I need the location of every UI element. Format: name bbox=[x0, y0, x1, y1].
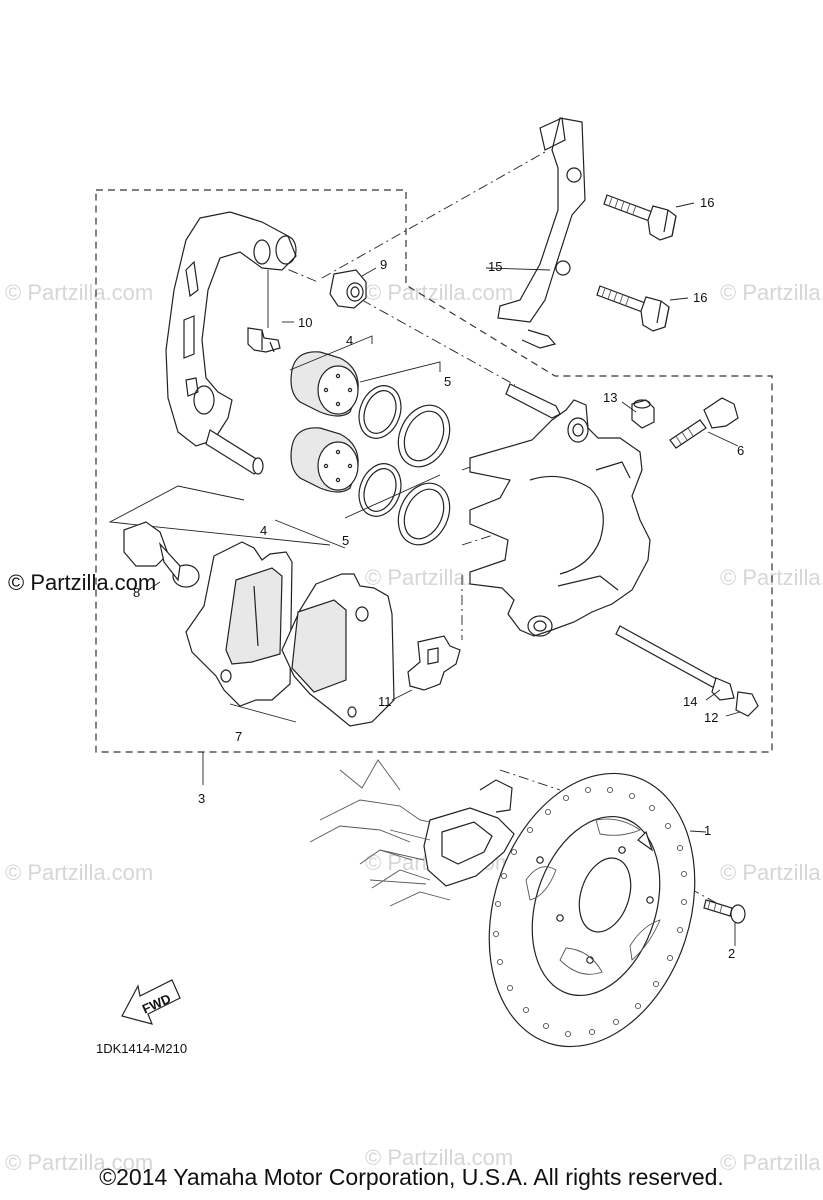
watermark: © Partzilla.com bbox=[5, 860, 153, 885]
pin-plug bbox=[123, 521, 200, 588]
watermark: © Partzilla.com bbox=[365, 280, 513, 305]
callout-14: 14 bbox=[683, 694, 697, 709]
callout-2: 2 bbox=[728, 946, 735, 961]
watermark-strong: © Partzilla.com bbox=[8, 570, 156, 595]
callout-1: 1 bbox=[704, 823, 711, 838]
callout-4: 4 bbox=[260, 523, 267, 538]
callout-9: 9 bbox=[380, 257, 387, 272]
pad-spring bbox=[407, 635, 461, 691]
fork-hub bbox=[309, 759, 515, 907]
callout-5: 5 bbox=[342, 533, 349, 548]
watermark: © Partzilla.com bbox=[720, 280, 823, 305]
callout-12: 12 bbox=[704, 710, 718, 725]
bleed-screw bbox=[669, 397, 739, 449]
callout-6: 6 bbox=[737, 443, 744, 458]
caliper-assembly-boundary bbox=[95, 189, 773, 753]
brake-pad-right bbox=[281, 573, 395, 727]
brake-disc bbox=[488, 772, 696, 1048]
callout-11: 11 bbox=[378, 694, 392, 709]
disc-bolt bbox=[703, 899, 746, 946]
copyright-notice: ©2014 Yamaha Motor Corporation, U.S.A. A… bbox=[99, 1164, 724, 1190]
watermark: © Partzilla.com bbox=[365, 1145, 513, 1170]
callout-16: 16 bbox=[693, 290, 707, 305]
plug bbox=[631, 399, 655, 429]
watermark: © Partzilla.com bbox=[720, 860, 823, 885]
piston-lower bbox=[290, 427, 359, 493]
watermark: © Partzilla.com bbox=[5, 280, 153, 305]
callout-3: 3 bbox=[198, 791, 205, 806]
callout-4: 4 bbox=[346, 333, 353, 348]
callout-7: 7 bbox=[235, 729, 242, 744]
caliper-body bbox=[469, 383, 723, 691]
callout-16: 16 bbox=[700, 195, 714, 210]
callout-5: 5 bbox=[444, 374, 451, 389]
callout-13: 13 bbox=[603, 390, 617, 405]
watermark: © Partzilla.com bbox=[5, 1150, 153, 1175]
diagram-code: 1DK1414-M210 bbox=[96, 1041, 187, 1056]
watermark: © Partzilla.com bbox=[720, 1150, 823, 1175]
fwd-arrow-icon: FWD bbox=[121, 979, 181, 1025]
callout-brackets bbox=[108, 335, 441, 549]
pin-and-cap bbox=[711, 677, 759, 717]
caliper-bracket bbox=[165, 211, 297, 475]
callout-8: 8 bbox=[133, 585, 140, 600]
bolt-upper bbox=[603, 194, 677, 241]
piston-upper bbox=[290, 351, 359, 417]
callout-15: 15 bbox=[488, 259, 502, 274]
callout-leaders bbox=[147, 202, 741, 833]
boot bbox=[329, 269, 367, 309]
piston-seals bbox=[358, 385, 451, 546]
leader-line bbox=[229, 703, 297, 723]
callout-10: 10 bbox=[298, 315, 312, 330]
mounting-bracket bbox=[497, 117, 586, 349]
brake-pad-left bbox=[185, 541, 293, 707]
bolt-lower bbox=[596, 285, 670, 332]
disc-holes bbox=[492, 786, 688, 1038]
pad-clip bbox=[247, 270, 281, 353]
callout-numbers: 1 2 3 4 4 5 5 6 7 8 9 10 11 12 13 14 15 … bbox=[133, 195, 744, 961]
